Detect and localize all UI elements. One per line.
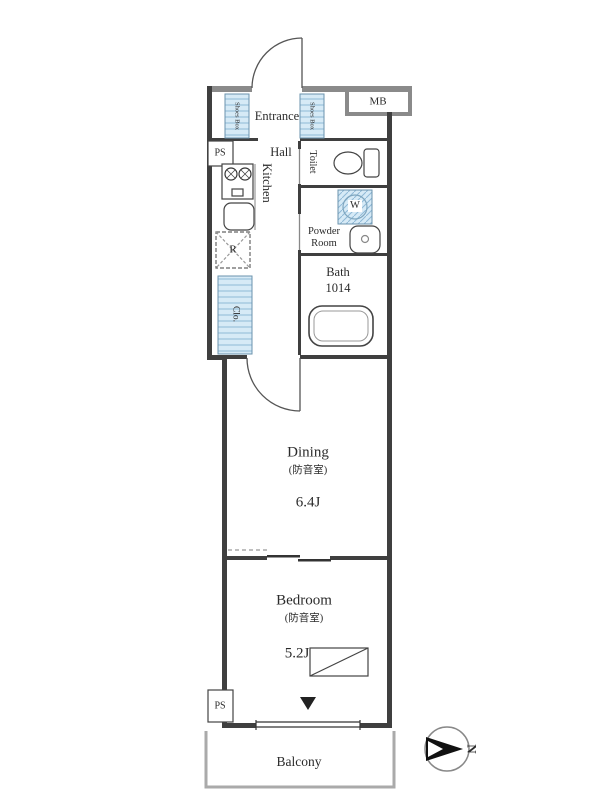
compass-needle <box>426 737 463 761</box>
sink-icon <box>223 202 255 231</box>
shoes-box-right-area <box>299 93 325 139</box>
toilet-tank-icon <box>363 148 380 178</box>
bedroom-soundproof-label: (防音室) <box>284 612 324 624</box>
wall-dining-top-left <box>227 355 247 359</box>
north-label: N <box>464 744 480 754</box>
wall-top-right <box>302 86 412 92</box>
entrance-door-arc <box>251 37 303 89</box>
wall-corridor-1 <box>298 141 301 149</box>
meter-box-wall-right <box>408 86 412 116</box>
dining-soundproof-label: (防音室) <box>288 464 328 476</box>
wall-divider-right <box>330 556 387 560</box>
room-label-balcony: Balcony <box>276 754 322 770</box>
storage-areas <box>217 93 373 355</box>
room-label-dining: Dining <box>287 444 329 461</box>
stove-grill <box>231 188 244 197</box>
room-label-kitchen: Kitchen <box>260 163 275 203</box>
wall-powder-bath <box>301 253 387 256</box>
wall-dining-top-right <box>300 355 387 359</box>
wall-entrance-kitchen <box>212 138 258 141</box>
wall-top-left <box>207 86 252 92</box>
balcony-outline <box>204 731 396 789</box>
meter-box-label: MB <box>369 95 387 108</box>
washbasin-drain <box>360 234 370 244</box>
direction-triangle <box>300 697 316 710</box>
wall-entrance-toilet <box>300 138 387 141</box>
room-label-hall: Hall <box>270 144 292 159</box>
wall-left-upper <box>207 86 212 360</box>
pipe-space-top-label: PS <box>214 147 226 159</box>
room-label-closet: Clo. <box>230 305 241 323</box>
sliding-door-panel-1 <box>267 555 300 558</box>
room-label-toilet: Toilet <box>306 150 318 174</box>
wall-bottom-left <box>222 723 258 728</box>
wall-right <box>387 112 392 728</box>
bathtub-inner <box>313 310 369 342</box>
shoes-box-left-label: Shoes Box <box>233 102 241 130</box>
washer-area <box>337 189 373 225</box>
wall-left-jog <box>207 355 227 360</box>
washer-label: W <box>348 199 362 213</box>
washer-drum-icon <box>342 194 368 220</box>
sliding-door-panel-2 <box>298 559 331 562</box>
wall-left-lower <box>222 355 227 723</box>
compass-needle-notch <box>428 741 443 757</box>
toilet-bowl-icon <box>333 151 363 175</box>
walls <box>207 86 412 728</box>
meter-box-wall-bottom <box>345 112 412 116</box>
wall-divider-left <box>227 556 267 560</box>
hall-door-arc <box>246 357 301 412</box>
desk-diagonal <box>309 647 369 677</box>
refrigerator-label: R <box>229 243 237 256</box>
fixtures <box>207 140 381 730</box>
bathtub-icon <box>308 305 374 347</box>
pipe-space-bottom-box <box>207 689 234 723</box>
dining-size-label: 6.4J <box>295 494 321 511</box>
stove-burner-left <box>224 167 238 181</box>
shoes-box-left-area <box>224 93 250 139</box>
wall-corridor-2 <box>298 184 301 214</box>
room-label-bedroom: Bedroom <box>276 592 332 609</box>
compass-icon <box>424 726 470 772</box>
wall-bottom-right <box>358 723 392 728</box>
room-label-bath: Bath <box>326 264 350 279</box>
stove-burner-right <box>238 167 252 181</box>
doors <box>246 37 303 412</box>
room-label-powder-room: Powder Room <box>307 225 341 249</box>
pipe-space-bottom-label: PS <box>214 700 226 712</box>
shoes-box-right-label: Shoes Box <box>308 102 316 130</box>
washbasin-icon <box>349 225 381 254</box>
bath-size-label: 1014 <box>325 280 351 295</box>
pipe-space-top-box <box>207 140 234 167</box>
room-label-entrance: Entrance <box>254 108 300 123</box>
meter-box-wall-left <box>345 86 349 116</box>
refrigerator-area <box>215 231 251 269</box>
closet-area <box>217 275 253 355</box>
wall-corridor-3 <box>298 250 301 355</box>
bedroom-size-label: 5.2J <box>284 645 310 662</box>
wall-toilet-powder <box>301 185 387 188</box>
